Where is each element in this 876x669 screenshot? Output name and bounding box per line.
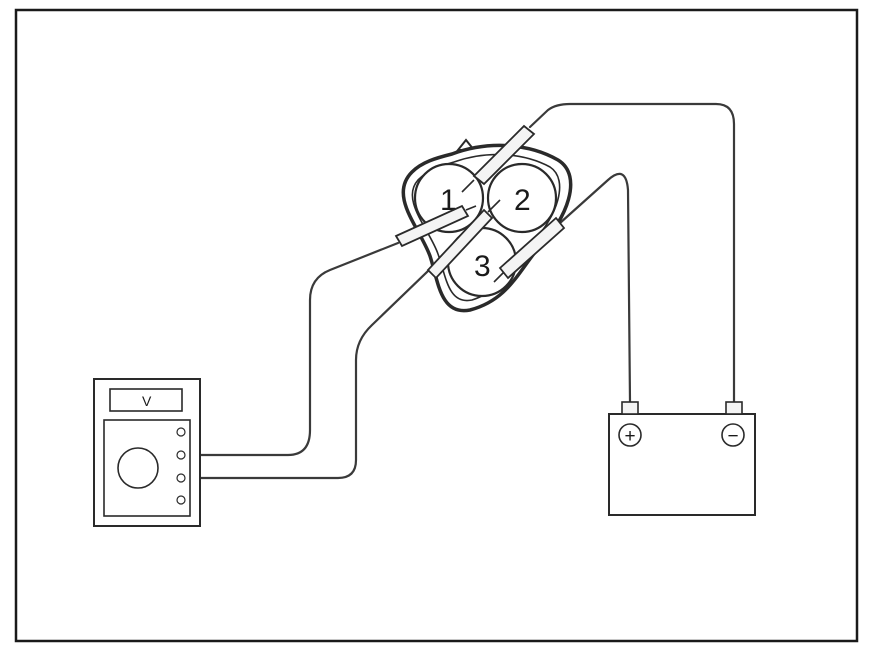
pin-label-3: 3 [474, 250, 491, 283]
battery-post-positive [621, 401, 639, 415]
probe-pin-center [426, 199, 501, 280]
battery-post-negative [725, 401, 743, 415]
voltmeter-dial [117, 447, 159, 489]
wire-pin-center-to-voltmeter [182, 243, 457, 480]
battery-negative-icon [721, 423, 745, 447]
voltmeter-display-label: V [142, 393, 152, 409]
wire-pin1-to-voltmeter [182, 241, 400, 457]
voltmeter-terminal-4 [176, 495, 186, 505]
voltmeter: V [93, 378, 201, 527]
probes [394, 124, 566, 283]
diagram-frame [14, 8, 859, 643]
battery: + − [608, 401, 756, 516]
connector: 1 2 3 [401, 138, 573, 313]
wire-pin3-to-battery-positive [558, 172, 632, 404]
probe-pin3 [493, 216, 566, 283]
wires [182, 102, 736, 480]
pin-label-1: 1 [440, 184, 457, 217]
battery-positive-icon [618, 423, 642, 447]
voltmeter-terminal-3 [176, 473, 186, 483]
voltmeter-display [109, 388, 183, 412]
voltmeter-terminal-2 [176, 450, 186, 460]
probe-pin2 [461, 124, 536, 193]
battery-negative-symbol: − [727, 426, 738, 447]
battery-positive-symbol: + [624, 426, 635, 447]
voltmeter-terminals [176, 427, 186, 505]
probe-pin1 [394, 204, 477, 248]
wire-pin2-to-battery-negative [528, 102, 736, 404]
pin-label-2: 2 [514, 184, 531, 217]
pin-cavity-2 [486, 162, 558, 234]
voltmeter-terminal-1 [176, 427, 186, 437]
